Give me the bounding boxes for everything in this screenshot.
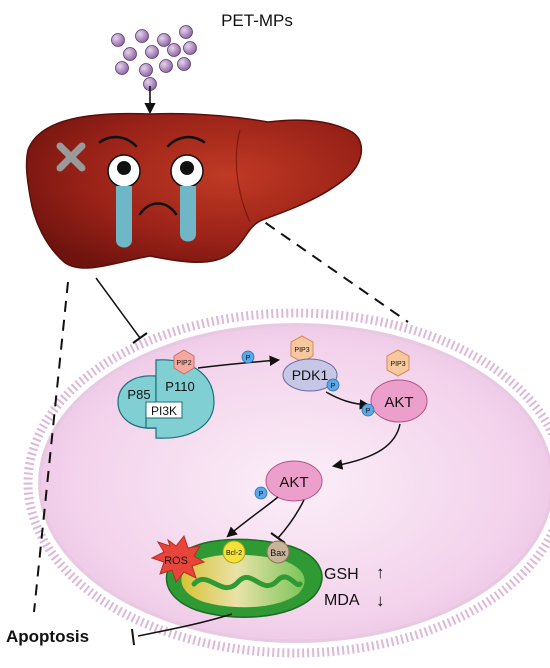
akt-to-mitochondria-arrow (226, 496, 279, 538)
pi3k-label-box (145, 401, 183, 419)
microplastic-particles (111, 25, 197, 91)
pip2-molecule: PIP2 (173, 349, 195, 375)
microplastic-particle (167, 43, 181, 57)
mda-down-arrow: ↓ (376, 591, 385, 610)
microplastic-particle (139, 63, 153, 77)
gsh-up-arrow: ↑ (376, 563, 385, 582)
phosphate-1: P (241, 350, 255, 364)
pdk1-label: PDK1 (292, 367, 329, 383)
mda-label: MDA (324, 592, 360, 609)
microplastic-particle (145, 45, 159, 59)
microplastic-particle (123, 47, 137, 61)
pip3-label-b: PIP3 (390, 361, 405, 368)
bcl2-label: Bcl-2 (226, 550, 242, 557)
bcl2-protein: Bcl-2 (222, 540, 246, 564)
liver-lobe-fissure (235, 129, 251, 223)
microplastic-particle (115, 61, 129, 75)
phosphate-3-label: P (366, 408, 371, 415)
pip3-molecule-b: PIP3 (386, 349, 410, 377)
gsh-label: GSH (324, 566, 359, 583)
cell-membrane-inner (38, 323, 550, 643)
pet-mps-label: PET-MPs (221, 11, 293, 30)
mitochondria-cristae (191, 574, 303, 591)
microplastic-particle (177, 57, 191, 71)
zoom-line-left (33, 281, 69, 613)
akt-membrane-label: AKT (384, 394, 413, 411)
pip3-molecule-a: PIP3 (290, 335, 314, 363)
pip2-to-pip3-arrow (197, 355, 281, 369)
cross-mark-icon (56, 142, 86, 172)
bax-protein: Bax (266, 540, 290, 564)
ros-burst: ROS (150, 534, 206, 584)
phosphate-4-label: P (259, 491, 264, 498)
microplastic-particle (183, 41, 197, 55)
pi3k-label: PI3K (151, 404, 177, 418)
apoptosis-label: Apoptosis (6, 627, 89, 646)
microplastic-particle (135, 29, 149, 43)
microplastic-particle (111, 33, 125, 47)
zoom-line-right (249, 211, 409, 323)
phosphate-2: P (326, 378, 340, 392)
mitochondria-inhibits-apoptosis (131, 613, 233, 646)
pdk1-protein: PDK1 (282, 358, 338, 392)
pdk1-to-akt-arrow (325, 391, 371, 410)
liver-inhibits-pi3k (95, 277, 148, 344)
phosphate-1-label: P (246, 355, 251, 362)
microplastic-particle (179, 25, 193, 39)
p85-label: P85 (127, 387, 150, 402)
akt-inhibits-bax (270, 499, 305, 544)
ros-label: ROS (164, 555, 188, 567)
microplastic-particle (157, 33, 171, 47)
mitochondrion (165, 538, 323, 618)
pi3k-complex: P85 P110 PI3K (117, 359, 215, 439)
p110-label: P110 (165, 379, 194, 394)
cell-membrane-outer (23, 308, 550, 658)
liver (25, 112, 363, 269)
crying-face-icon (98, 135, 206, 248)
akt-cytosol-label: AKT (279, 474, 308, 491)
akt-translocation-arrow (331, 423, 401, 470)
akt-membrane: AKT (370, 379, 428, 423)
phosphate-3: P (361, 403, 375, 417)
bax-label: Bax (270, 548, 286, 558)
pip2-label: PIP2 (176, 360, 191, 367)
akt-cytosol: AKT (265, 460, 323, 502)
phosphate-4: P (254, 486, 268, 500)
microplastic-particle (159, 59, 173, 73)
pip3-label-a: PIP3 (294, 347, 309, 354)
phosphate-2-label: P (331, 383, 336, 390)
